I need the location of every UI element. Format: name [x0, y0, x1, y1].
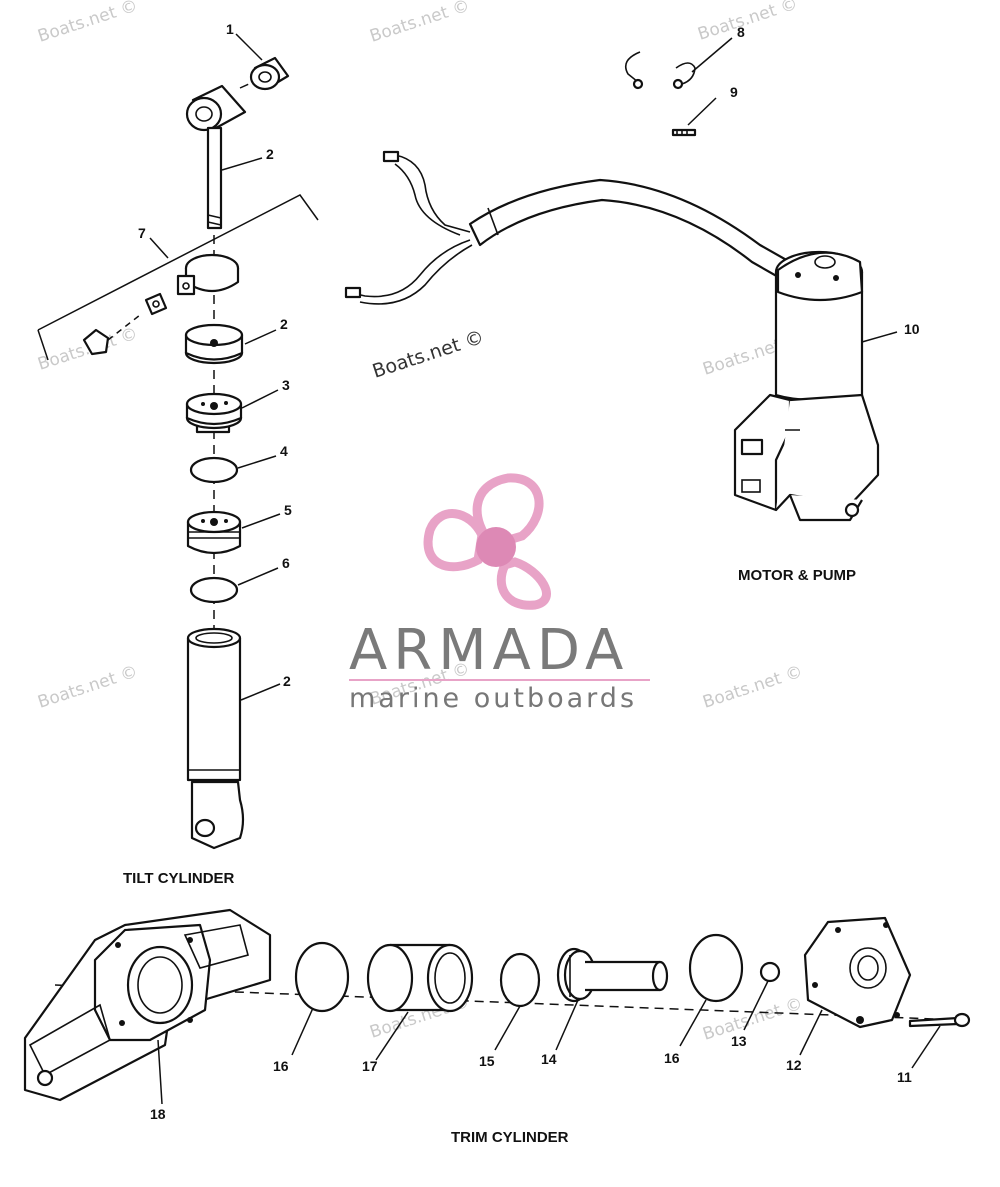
part-16-seal	[688, 933, 744, 1003]
watermark-text: Boats.net ©	[700, 662, 805, 713]
callout-3: 3	[282, 377, 290, 393]
part-11-bolt	[908, 1012, 971, 1028]
watermarks: Boats.net © Boats.net © Boats.net © Boat…	[35, 0, 805, 1045]
part-13-ball	[759, 961, 781, 983]
watermark-text-main: Boats.net ©	[370, 326, 487, 383]
callout-12: 12	[786, 1057, 802, 1073]
tilt-cylinder-assembly	[37, 56, 319, 850]
part-7-clamp	[82, 253, 240, 356]
motor-pump-assembly	[344, 51, 880, 522]
brand-tagline: marine outboards	[349, 683, 637, 714]
tilt-cylinder-label: TILT CYLINDER	[123, 870, 235, 887]
callout-7: 7	[138, 225, 146, 241]
callout-2: 2	[283, 673, 291, 689]
callout-13: 13	[731, 1033, 747, 1049]
part-4-o-ring	[189, 456, 239, 484]
callout-6: 6	[282, 555, 290, 571]
callout-15: 15	[479, 1053, 495, 1069]
watermark-text: Boats.net ©	[35, 0, 140, 47]
callout-5: 5	[284, 502, 292, 518]
callouts: 1 2 7 2 3 4 5 6 2 8 9 10 16 17 15 14 16 …	[138, 21, 920, 1122]
part-8-clips	[624, 51, 696, 90]
callout-9: 9	[730, 84, 738, 100]
callout-1: 1	[226, 21, 234, 37]
callout-16: 16	[273, 1058, 289, 1074]
callout-2: 2	[280, 316, 288, 332]
trim-cylinder-label: TRIM CYLINDER	[451, 1129, 569, 1146]
part-17-sleeve	[366, 943, 474, 1013]
trim-cylinder-assembly	[23, 908, 971, 1102]
watermark-text: Boats.net ©	[367, 0, 472, 47]
part-1-bushing	[249, 56, 290, 91]
callout-16: 16	[664, 1050, 680, 1066]
part-14-piston-shaft	[556, 947, 669, 1003]
watermark-text: Boats.net ©	[35, 662, 140, 713]
brand-name: ARMADA	[349, 618, 629, 683]
part-2-rod	[185, 84, 247, 230]
motor-pump-label: MOTOR & PUMP	[738, 567, 856, 584]
part-6-o-ring	[189, 576, 239, 604]
part-3-nut	[185, 392, 243, 434]
part-2-cap	[184, 323, 244, 365]
part-2-cylinder	[186, 627, 245, 850]
callout-10: 10	[904, 321, 920, 337]
part-12-end-cap	[803, 916, 912, 1029]
wiring-harness	[344, 150, 792, 305]
part-9-screw	[671, 128, 697, 137]
callout-8: 8	[737, 24, 745, 40]
callout-2: 2	[266, 146, 274, 162]
callout-4: 4	[280, 443, 288, 459]
part-15-o-ring	[499, 952, 541, 1008]
watermark-text: Boats.net ©	[35, 324, 140, 375]
leader-lines	[149, 33, 941, 1105]
part-10-motor-pump	[733, 250, 880, 522]
callout-11: 11	[897, 1069, 912, 1085]
part-18-trim-body	[23, 908, 272, 1102]
callout-18: 18	[150, 1106, 166, 1122]
part-5-piston	[186, 510, 242, 555]
propeller-icon	[423, 473, 551, 610]
part-16-seal	[294, 941, 350, 1013]
armada-logo: ARMADA marine outboards	[349, 473, 650, 714]
watermark-text: Boats.net ©	[695, 0, 800, 45]
callout-17: 17	[362, 1058, 378, 1074]
callout-14: 14	[541, 1051, 557, 1067]
